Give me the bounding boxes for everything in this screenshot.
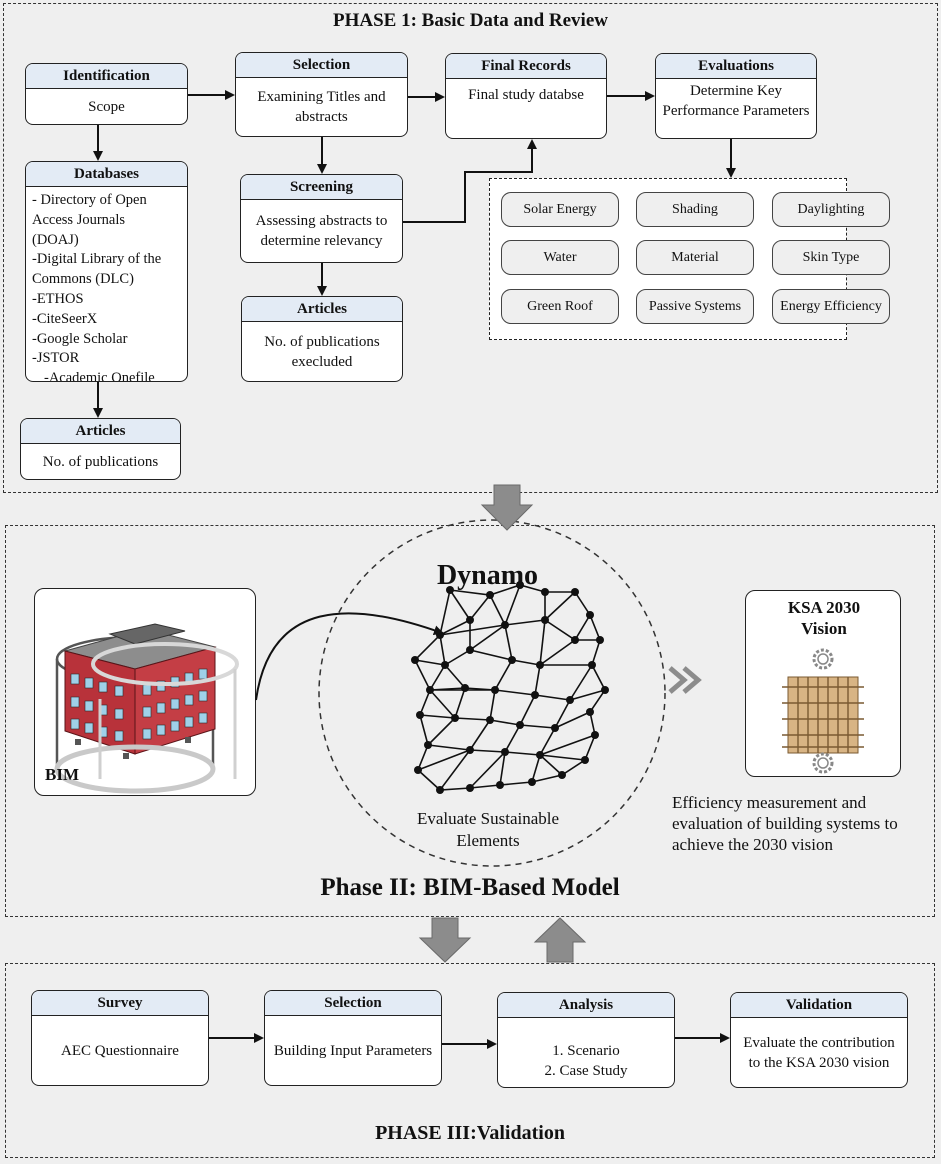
screening-body: Assessing abstracts to determine relevan… xyxy=(255,213,388,249)
phase-3-panel: PHASE III:Validation xyxy=(5,963,935,1158)
articles-mid-box: Articles No. of publications execluded xyxy=(241,296,403,382)
survey-header: Survey xyxy=(32,991,208,1016)
articles-left-box: Articles No. of publications xyxy=(20,418,181,480)
parameter-pill: Energy Efficiency xyxy=(772,289,890,324)
final-records-box: Final Records Final study databse xyxy=(445,53,607,139)
database-item: -Academic Onefile xyxy=(44,370,155,382)
validation-body: Evaluate the contribution to the KSA 203… xyxy=(743,1034,895,1071)
gear-icon xyxy=(812,648,834,670)
evaluations-box: Evaluations Determine Key Performance Pa… xyxy=(655,53,817,139)
building-selection-box: Selection Building Input Parameters xyxy=(264,990,442,1086)
phase-2-title: Phase II: BIM-Based Model xyxy=(320,874,620,901)
identification-box: Identification Scope xyxy=(25,63,188,125)
selection-header: Selection xyxy=(236,53,407,78)
final-records-header: Final Records xyxy=(446,54,606,79)
articles-mid-header: Articles xyxy=(242,297,402,322)
bim-label: BIM xyxy=(45,765,79,784)
database-item: Commons (DLC) xyxy=(32,271,134,288)
databases-header: Databases xyxy=(26,162,187,187)
selection-body: Examining Titles and abstracts xyxy=(257,89,386,125)
ksa-vision-title: KSA 2030 Vision xyxy=(787,598,861,638)
phase-3-title: PHASE III:Validation xyxy=(375,1122,565,1144)
database-item: (DOAJ) xyxy=(32,231,79,248)
database-item: -Google Scholar xyxy=(32,330,128,347)
screening-box: Screening Assessing abstracts to determi… xyxy=(240,174,403,263)
database-item: -CiteSeerX xyxy=(32,310,98,327)
evaluations-body: Determine Key Performance Parameters xyxy=(662,83,810,119)
phase-1-panel: PHASE 1: Basic Data and Review xyxy=(3,3,938,493)
database-item: - Directory of Open xyxy=(32,192,147,208)
validation-box: Validation Evaluate the contribution to … xyxy=(730,992,908,1088)
dynamo-caption: Evaluate Sustainable Elements xyxy=(416,809,560,850)
database-item: -Digital Library of the xyxy=(32,251,162,268)
survey-body: AEC Questionnaire xyxy=(61,1042,179,1059)
parameter-pill: Skin Type xyxy=(772,240,890,275)
screening-header: Screening xyxy=(241,175,402,200)
ksa-structure-illustration xyxy=(782,648,864,774)
validation-header: Validation xyxy=(731,993,907,1018)
efficiency-text: Efficiency measurement and evaluation of… xyxy=(672,793,898,854)
articles-left-header: Articles xyxy=(21,419,180,444)
identification-header: Identification xyxy=(26,64,187,89)
articles-left-body: No. of publications xyxy=(42,453,159,470)
database-item: Access Journals xyxy=(32,211,126,228)
bim-building-illustration xyxy=(54,623,239,794)
database-item: -ETHOS xyxy=(32,290,84,307)
articles-mid-body: No. of publications execluded xyxy=(264,333,380,370)
building-selection-header: Selection xyxy=(265,991,441,1016)
analysis-body: 1. Scenario 2. Case Study xyxy=(544,1042,628,1079)
final-records-body: Final study databse xyxy=(468,87,584,103)
analysis-box: Analysis 1. Scenario 2. Case Study xyxy=(497,992,675,1088)
identification-body: Scope xyxy=(88,98,125,115)
databases-box: Databases - Directory of Open Access Jou… xyxy=(25,161,188,382)
parameter-pill: Shading xyxy=(636,192,754,227)
databases-list: - Directory of Open Access Journals (DOA… xyxy=(26,187,187,382)
parameter-pill: Water xyxy=(501,240,619,275)
survey-box: Survey AEC Questionnaire xyxy=(31,990,209,1086)
database-item: -JSTOR xyxy=(32,350,80,367)
phase-1-title: PHASE 1: Basic Data and Review xyxy=(333,10,608,31)
selection-box: Selection Examining Titles and abstracts xyxy=(235,52,408,137)
parameter-pill: Daylighting xyxy=(772,192,890,227)
ksa-vision-box: KSA 2030 Vision xyxy=(745,590,901,777)
parameters-area: Solar Energy Shading Daylighting Water M… xyxy=(489,178,890,340)
parameter-pill: Passive Systems xyxy=(636,289,754,324)
building-selection-body: Building Input Parameters xyxy=(273,1042,433,1059)
parameter-pill: Material xyxy=(636,240,754,275)
analysis-header: Analysis xyxy=(498,993,674,1018)
parameter-pill: Green Roof xyxy=(501,289,619,324)
evaluations-header: Evaluations xyxy=(656,54,816,79)
